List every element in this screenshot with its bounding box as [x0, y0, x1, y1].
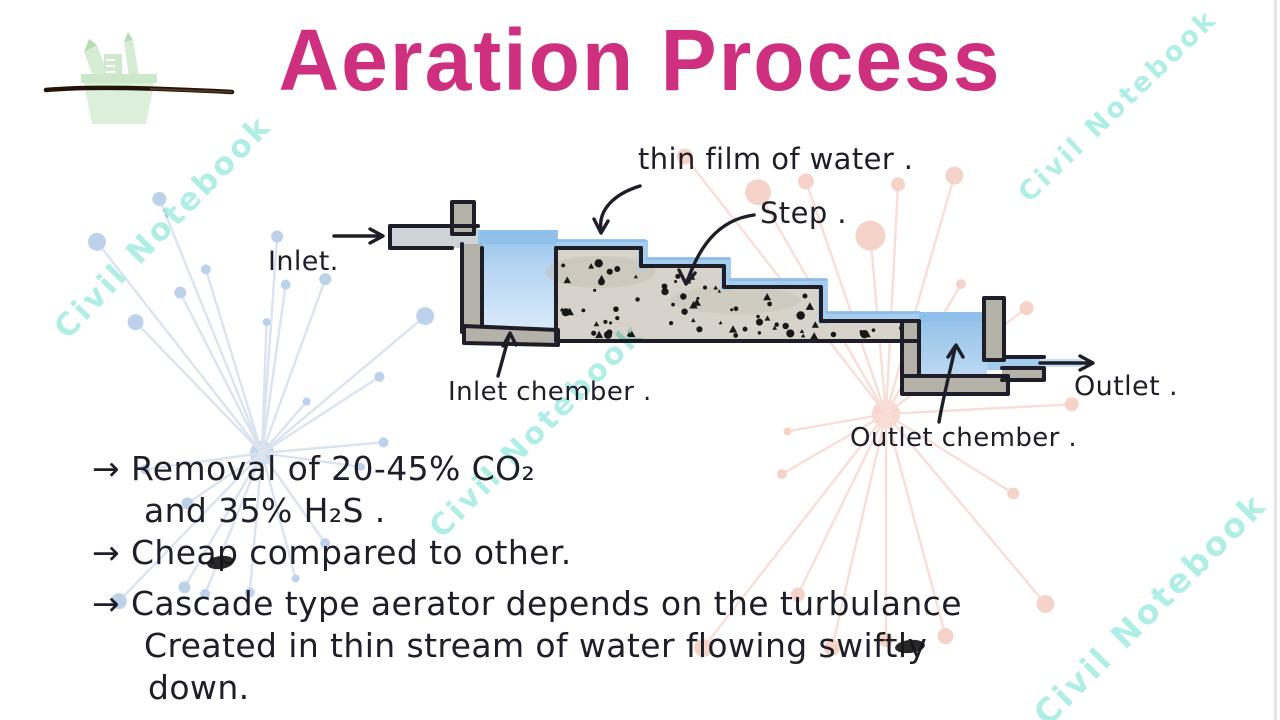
- note-cascade-line1: → Cascade type aerator depends on the tu…: [92, 584, 962, 623]
- right-edge-line: [1274, 0, 1277, 720]
- pen-icon: [124, 40, 139, 78]
- inlet-chamber-label: Inlet chember .: [448, 377, 652, 407]
- starburst-pink: [676, 148, 1079, 658]
- pencil-icon: [84, 45, 108, 81]
- inlet-chamber-water: [480, 230, 556, 330]
- note-cascade-line2: Created in thin stream of water flowing …: [144, 626, 928, 665]
- outlet-drop-wall: [902, 321, 919, 388]
- thin-film-label: thin film of water .: [638, 142, 914, 176]
- step-label: Step .: [760, 196, 847, 230]
- page-title: Aeration Process: [278, 11, 1002, 109]
- outlet-label: Outlet .: [1074, 371, 1179, 402]
- outlet-chamber-water: [919, 312, 987, 376]
- starburst-blue: [88, 191, 435, 610]
- outlet-floor: [902, 376, 1008, 394]
- cascade-aerator-drawing: [332, 184, 1095, 424]
- note-removal-line1: → Removal of 20-45% CO₂: [92, 449, 536, 488]
- note-cheap: → Cheap compared to other.: [92, 533, 572, 572]
- inlet-label: Inlet.: [268, 246, 339, 277]
- outlet-post: [984, 298, 1004, 360]
- inlet-post: [452, 202, 474, 234]
- outlet-pipe-slab: [1002, 368, 1044, 380]
- chamber-left-wall: [462, 244, 482, 332]
- ink-outlines: [388, 200, 1046, 396]
- note-cascade-line3: down.: [148, 668, 250, 707]
- outlet-chamber-label: Outlet chember .: [850, 423, 1078, 453]
- annotation-arrows: [332, 184, 1095, 424]
- step-arrow: [685, 213, 756, 284]
- note-removal-line2: and 35% H₂S .: [144, 491, 386, 530]
- cascade-steps: [556, 248, 919, 341]
- outlet-chamber-arrow: [937, 346, 957, 424]
- thin-film-arrow: [598, 184, 642, 232]
- inlet-chamber-arrow: [496, 334, 511, 378]
